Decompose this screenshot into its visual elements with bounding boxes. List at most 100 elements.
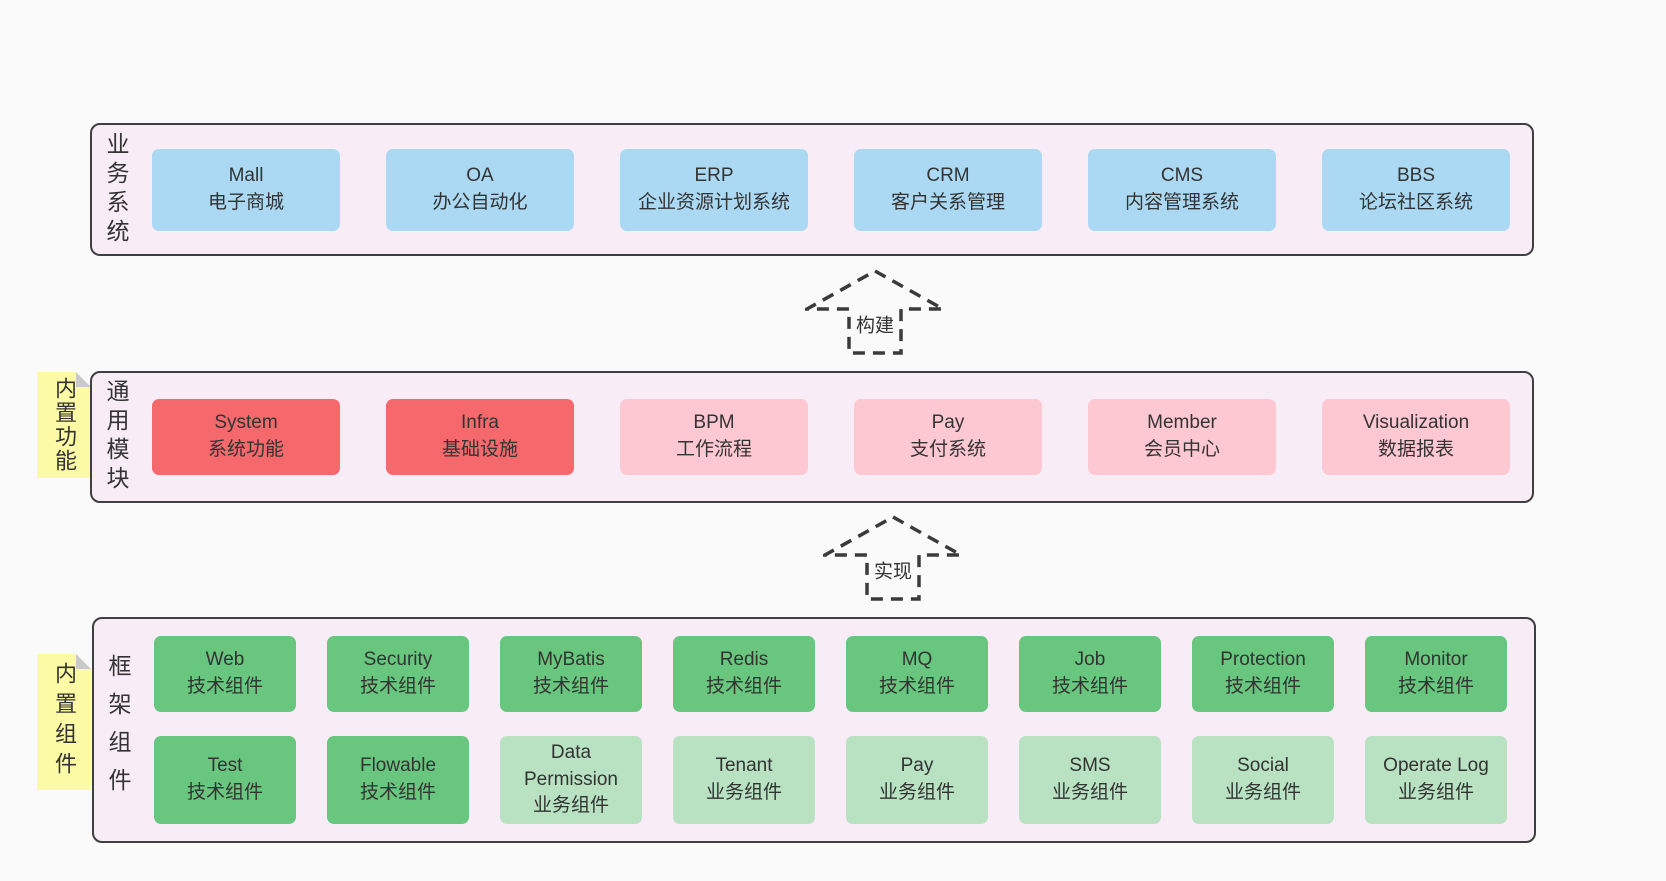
module-box-cms: CMS 内容管理系统	[1088, 148, 1276, 231]
module-box-title: Mall	[228, 164, 264, 186]
arrow-implement-label: 实现	[870, 556, 916, 584]
arrow-build: 构建	[805, 268, 945, 356]
module-box-system: System 系统功能	[152, 399, 340, 475]
module-box-redis: Redis 技术组件	[673, 636, 815, 712]
module-box-oa: OA 办公自动化	[386, 148, 574, 231]
module-box-crm: CRM 客户关系管理	[854, 148, 1042, 231]
module-box-title: SMS	[1069, 755, 1111, 777]
module-box-subtitle: 技术组件	[878, 676, 955, 697]
layer-title-framework-components: 框架组件	[105, 654, 131, 806]
module-box-title: Security	[363, 649, 433, 671]
module-box-visualization: Visualization 数据报表	[1322, 399, 1510, 475]
module-box-monitor: Monitor 技术组件	[1365, 636, 1507, 712]
module-box-title: Pay	[931, 412, 965, 434]
module-box-title: CRM	[926, 164, 970, 186]
module-box-subtitle: 企业资源计划系统	[637, 191, 790, 213]
module-box-subtitle: 系统功能	[207, 439, 284, 460]
module-box-security: Security 技术组件	[327, 636, 469, 712]
module-box-subtitle: 内容管理系统	[1124, 191, 1239, 213]
module-box-subtitle: 客户关系管理	[890, 191, 1005, 213]
module-box-title: Pay	[900, 755, 934, 777]
module-box-title: Data Permission	[524, 741, 618, 790]
module-box-title: Visualization	[1362, 412, 1470, 434]
module-box-member: Member 会员中心	[1088, 399, 1276, 475]
module-box-title: Redis	[719, 649, 769, 671]
module-box-subtitle: 业务组件	[705, 782, 782, 803]
module-box-subtitle: 基础设施	[441, 439, 518, 460]
sticky-note-builtin-components: 内置组件	[37, 654, 91, 790]
module-box-pay: Pay 支付系统	[854, 399, 1042, 475]
module-box-title: Member	[1147, 412, 1217, 434]
module-box-title: Flowable	[359, 755, 437, 777]
module-box-bbs: BBS 论坛社区系统	[1322, 148, 1510, 231]
arrow-build-label: 构建	[852, 310, 898, 338]
module-box-subtitle: 办公自动化	[432, 191, 528, 213]
module-box-subtitle: 技术组件	[1397, 676, 1474, 697]
module-box-title: Operate Log	[1383, 755, 1489, 777]
module-box-subtitle: 会员中心	[1143, 439, 1220, 460]
module-box-data-permission: Data Permission 业务组件	[500, 736, 642, 824]
module-box-title: Web	[205, 649, 245, 671]
module-box-infra: Infra 基础设施	[386, 399, 574, 475]
module-box-mybatis: MyBatis 技术组件	[500, 636, 642, 712]
module-box-title: Infra	[460, 412, 500, 434]
sticky-fold-corner	[76, 654, 91, 669]
module-box-title: Job	[1074, 649, 1106, 671]
module-box-title: Social	[1237, 755, 1289, 777]
module-box-pay: Pay 业务组件	[846, 736, 988, 824]
layer-title-common-modules: 通用模块	[103, 379, 129, 495]
module-box-subtitle: 数据报表	[1377, 439, 1454, 460]
module-box-subtitle: 论坛社区系统	[1358, 191, 1473, 213]
module-box-subtitle: 技术组件	[186, 782, 263, 803]
module-box-title: CMS	[1160, 164, 1204, 186]
sticky-fold-corner	[76, 372, 91, 387]
module-box-title: Monitor	[1404, 649, 1468, 671]
module-box-social: Social 业务组件	[1192, 736, 1334, 824]
sticky-note-builtin-functions: 内置功能	[37, 372, 91, 478]
module-box-title: MQ	[901, 649, 933, 671]
module-box-flowable: Flowable 技术组件	[327, 736, 469, 824]
module-box-test: Test 技术组件	[154, 736, 296, 824]
module-box-web: Web 技术组件	[154, 636, 296, 712]
module-box-subtitle: 技术组件	[532, 676, 609, 697]
module-box-tenant: Tenant 业务组件	[673, 736, 815, 824]
module-box-title: BBS	[1396, 164, 1436, 186]
module-box-operate-log: Operate Log 业务组件	[1365, 736, 1507, 824]
sticky-note-label: 内置功能	[52, 377, 77, 473]
module-box-subtitle: 支付系统	[909, 439, 986, 460]
module-box-mall: Mall 电子商城	[152, 148, 340, 231]
module-box-title: OA	[466, 164, 494, 186]
dashed-up-arrow-icon	[805, 268, 945, 355]
module-box-title: MyBatis	[537, 649, 605, 671]
module-box-title: Tenant	[715, 755, 773, 777]
module-box-subtitle: 技术组件	[359, 676, 436, 697]
dashed-up-arrow-icon	[823, 514, 963, 601]
module-box-subtitle: 业务组件	[1397, 782, 1474, 803]
module-box-title: Protection	[1220, 649, 1306, 671]
module-box-subtitle: 技术组件	[359, 782, 436, 803]
module-box-title: Test	[207, 755, 243, 777]
module-box-title: System	[214, 412, 278, 434]
arrow-implement: 实现	[823, 514, 963, 602]
module-box-subtitle: 业务组件	[1224, 782, 1301, 803]
module-box-subtitle: 业务组件	[532, 795, 609, 817]
module-box-subtitle: 技术组件	[186, 676, 263, 697]
module-box-subtitle: 业务组件	[878, 782, 955, 803]
module-box-mq: MQ 技术组件	[846, 636, 988, 712]
module-box-subtitle: 技术组件	[1051, 676, 1128, 697]
module-box-subtitle: 技术组件	[705, 676, 782, 697]
sticky-note-label: 内置组件	[52, 662, 77, 782]
module-box-job: Job 技术组件	[1019, 636, 1161, 712]
layer-title-business-systems: 业务系统	[103, 131, 129, 248]
module-box-subtitle: 电子商城	[207, 191, 284, 213]
